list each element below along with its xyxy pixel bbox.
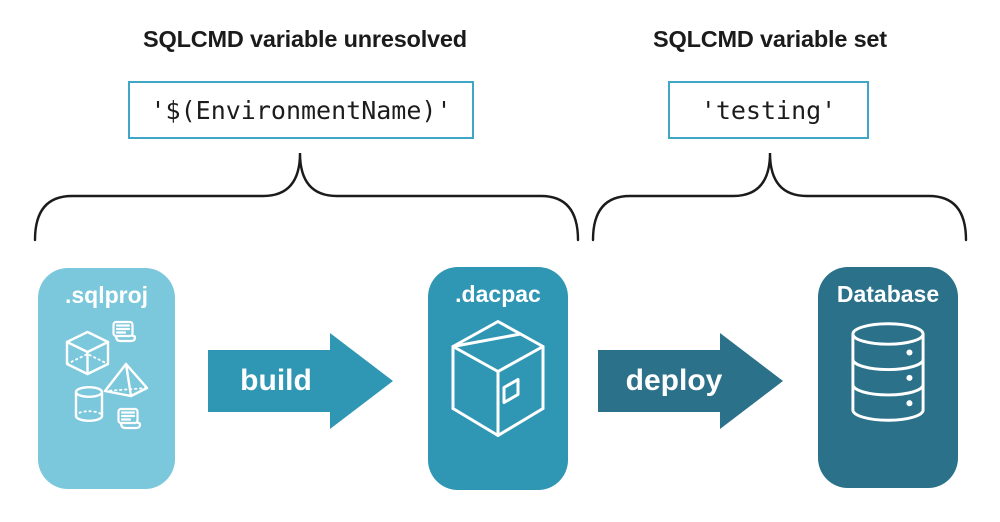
db-dot [906, 400, 913, 407]
code-text-set: 'testing' [700, 95, 837, 125]
right-brace [591, 152, 968, 242]
heading-sqlcmd-unresolved: SQLCMD variable unresolved [143, 26, 467, 52]
code-text-unresolved: '$(EnvironmentName)' [150, 95, 452, 125]
stage-database-label: Database [836, 281, 940, 307]
cylinder-icon [74, 385, 104, 422]
code-box-set: 'testing' [668, 81, 869, 139]
database-cylinder-icon [851, 322, 925, 422]
stage-dacpac-label: .dacpac [455, 281, 541, 307]
deploy-arrow-shape [598, 333, 783, 429]
stage-sqlproj: .sqlproj [38, 268, 175, 489]
pyramid-icon [103, 362, 149, 398]
deploy-arrow [598, 333, 783, 429]
build-arrow-shape [208, 333, 393, 429]
script-icon [117, 407, 142, 430]
stage-sqlproj-label: .sqlproj [64, 282, 149, 308]
package-box-icon [451, 320, 545, 437]
heading-sqlcmd-set: SQLCMD variable set [653, 26, 887, 52]
db-dot [906, 374, 913, 381]
cube-icon [65, 330, 110, 376]
code-box-unresolved: '$(EnvironmentName)' [128, 81, 474, 139]
left-brace [33, 152, 580, 242]
script-icon [112, 320, 137, 343]
db-dot [906, 349, 913, 356]
stage-dacpac: .dacpac [428, 267, 568, 490]
stage-database: Database [818, 267, 958, 488]
build-arrow [208, 333, 393, 429]
sql-schema-objects-icon [65, 320, 149, 430]
deploy-arrow-label: deploy [625, 364, 723, 397]
build-arrow-label: build [240, 364, 312, 397]
